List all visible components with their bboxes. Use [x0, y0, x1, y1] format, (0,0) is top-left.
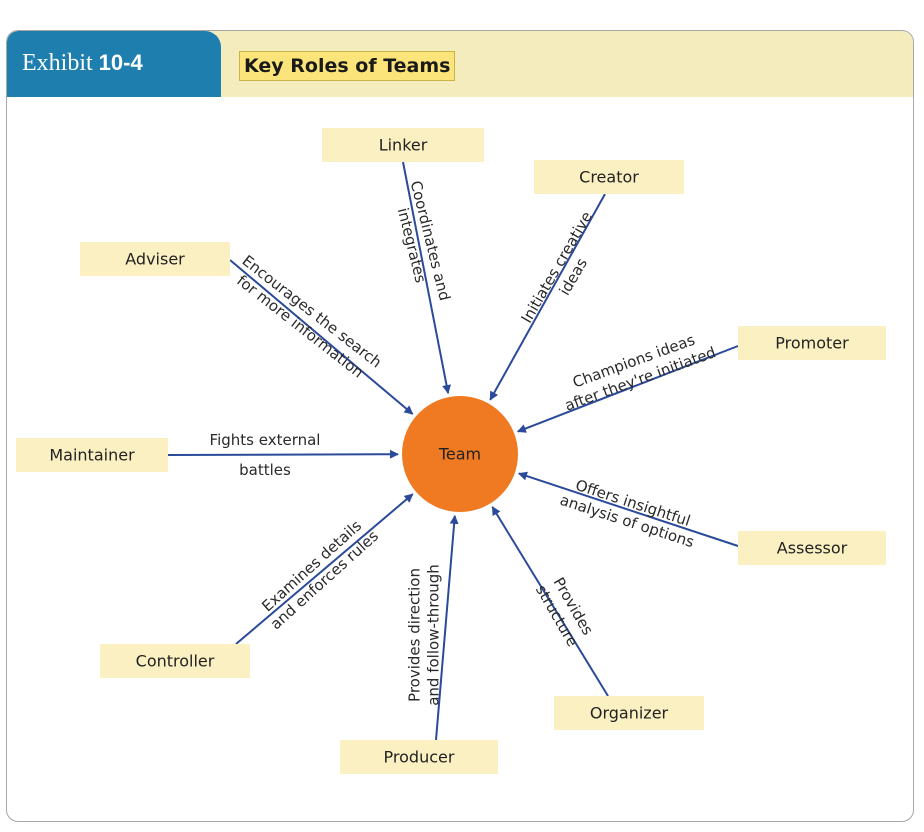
exhibit-tab: Exhibit 10-4 — [7, 31, 221, 97]
organizer-arrow — [491, 506, 609, 697]
creator-label: Creator — [579, 168, 639, 187]
team-circle — [402, 396, 518, 512]
assessor-arrow — [518, 471, 739, 547]
maintainer-description-line: battles — [239, 461, 291, 479]
linker-box — [322, 128, 484, 162]
team-label: Team — [438, 445, 481, 464]
adviser-description-line: Encourages the search — [239, 252, 385, 372]
linker-label: Linker — [379, 136, 428, 155]
adviser-label: Adviser — [125, 250, 185, 269]
promoter-box — [738, 326, 886, 360]
adviser-arrow — [229, 259, 414, 415]
role-linker: Linker — [322, 128, 484, 162]
role-assessor: Assessor — [738, 531, 886, 565]
promoter-label: Promoter — [775, 334, 849, 353]
promoter-arrow — [516, 345, 739, 433]
role-organizer: Organizer — [554, 696, 704, 730]
controller-box — [100, 644, 250, 678]
organizer-label: Organizer — [590, 704, 669, 723]
assessor-box — [738, 531, 886, 565]
maintainer-description: Fights external battles — [210, 431, 321, 479]
creator-arrow — [489, 193, 606, 401]
producer-box — [340, 740, 498, 774]
role-promoter: Promoter — [738, 326, 886, 360]
maintainer-description-line: Fights external — [210, 431, 321, 449]
exhibit-number: 10-4 — [98, 50, 143, 75]
team-node: Team — [402, 396, 518, 512]
producer-description-line: and follow-through — [425, 564, 443, 706]
controller-arrow — [235, 493, 414, 645]
producer-label: Producer — [384, 748, 455, 767]
creator-box — [534, 160, 684, 194]
producer-description-line: Provides direction — [406, 568, 424, 702]
role-maintainer: Maintainer — [16, 438, 168, 472]
maintainer-label: Maintainer — [49, 446, 135, 465]
maintainer-box — [16, 438, 168, 472]
organizer-box — [554, 696, 704, 730]
assessor-label: Assessor — [777, 539, 848, 558]
role-producer: Producer — [340, 740, 498, 774]
role-creator: Creator — [534, 160, 684, 194]
adviser-box — [80, 242, 230, 276]
controller-label: Controller — [136, 652, 215, 671]
linker-arrow — [402, 161, 451, 395]
role-controller: Controller — [100, 644, 250, 678]
maintainer-arrow — [167, 449, 399, 459]
role-boxes: LinkerCreatorAdviserPromoterMaintainerAs… — [16, 128, 886, 774]
exhibit-prefix: Exhibit — [22, 50, 93, 76]
producer-arrow — [435, 514, 459, 741]
exhibit-title: Key Roles of Teams — [239, 51, 456, 81]
role-adviser: Adviser — [80, 242, 230, 276]
